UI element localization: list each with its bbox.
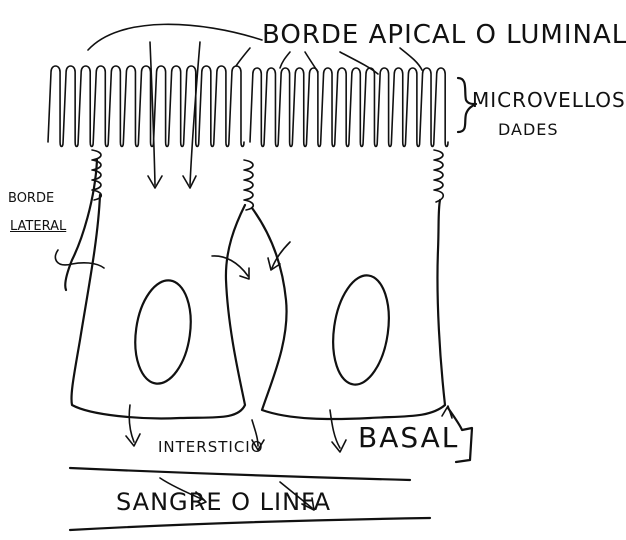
lateral-border-label-bottom: LATERAL (10, 220, 66, 233)
microvilli-label-line2: DADES (498, 122, 559, 138)
basement-line-lower (70, 518, 430, 530)
left-cell-outline (71, 195, 245, 418)
microvillus-row (48, 66, 244, 147)
microvillus-row (250, 68, 448, 147)
apical-arrows (148, 42, 200, 188)
microvilli-left (48, 66, 244, 147)
microvilli-label-line1: MICROVELLOSI- (472, 90, 626, 110)
apical-border-label: BORDE APICAL O LUMINAL (262, 22, 626, 48)
basement-line-upper (70, 468, 410, 480)
junction-right (434, 150, 443, 202)
lateral-pointer (55, 250, 104, 268)
right-cell-outline (252, 200, 445, 419)
basal-label: BASAL (358, 424, 459, 452)
junction-middle (244, 160, 253, 210)
nucleus-left (129, 277, 197, 388)
blood-lymph-label: SANGRE O LINFA (116, 490, 331, 514)
lateral-border-label-top: BORDE (8, 192, 54, 205)
interstitium-label: INTERSTICIO (158, 440, 264, 455)
nucleus-right (327, 272, 396, 388)
basal-bracket-arrowhead (442, 406, 452, 418)
microvilli-right (250, 68, 448, 147)
